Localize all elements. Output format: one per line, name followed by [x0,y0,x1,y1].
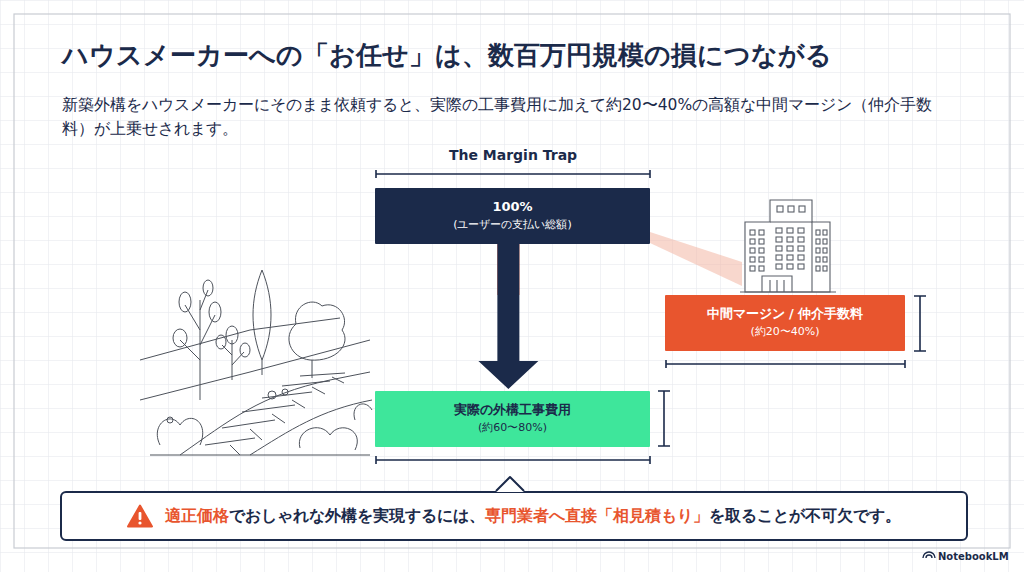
margin-fan [650,232,742,286]
title: ハウスメーカーへの「お任せ」は、数百万円規模の損につながる [62,38,982,73]
bracket [666,360,905,368]
margin-box: 中間マージン / 仲介手数料 (約20〜40%) [665,295,905,351]
brackets [376,170,926,464]
section-label: The Margin Trap [376,147,650,164]
garden-illustration [140,270,372,455]
bracket [376,170,650,178]
box-note: (約60〜80%) [478,421,547,435]
payment-box: 100% (ユーザーの支払い総額) [375,188,650,244]
highlight-run: 適正価格 [165,506,229,525]
bracket [376,456,650,464]
subtitle: 新築外構をハウスメーカーにそのまま依頼すると、実際の工事費用に加えて約20〜40… [62,93,962,141]
bracket [658,391,670,446]
flow-arrow [478,244,538,389]
warning-icon [127,504,153,528]
callout-notch [496,477,524,491]
highlight-run: 専門業者へ直接「相見積もり」 [485,506,709,525]
bracket [914,296,926,351]
box-heading: 中間マージン / 仲介手数料 [707,306,864,323]
callout-box: 適正価格でおしゃれな外構を実現するには、専門業者へ直接「相見積もり」を取ることが… [60,491,968,541]
callout-notch-fill [496,477,524,492]
construction-cost-box: 実際の外構工事費用 (約60〜80%) [375,391,650,447]
box-note: (約20〜40%) [750,325,819,339]
watermark-icon [923,552,935,558]
text-run: でおしゃれな外構を実現するには、 [229,506,485,525]
callout-text: 適正価格でおしゃれな外構を実現するには、専門業者へ直接「相見積もり」を取ることが… [165,506,901,527]
watermark: NotebookLM [938,551,1018,563]
box-heading: 実際の外構工事費用 [454,402,571,419]
frame [14,14,1010,548]
text-run: を取ることが不可欠です。 [709,506,901,525]
box-note: (ユーザーの支払い総額) [453,218,572,232]
box-heading: 100% [492,199,532,216]
building-illustration [740,200,836,292]
